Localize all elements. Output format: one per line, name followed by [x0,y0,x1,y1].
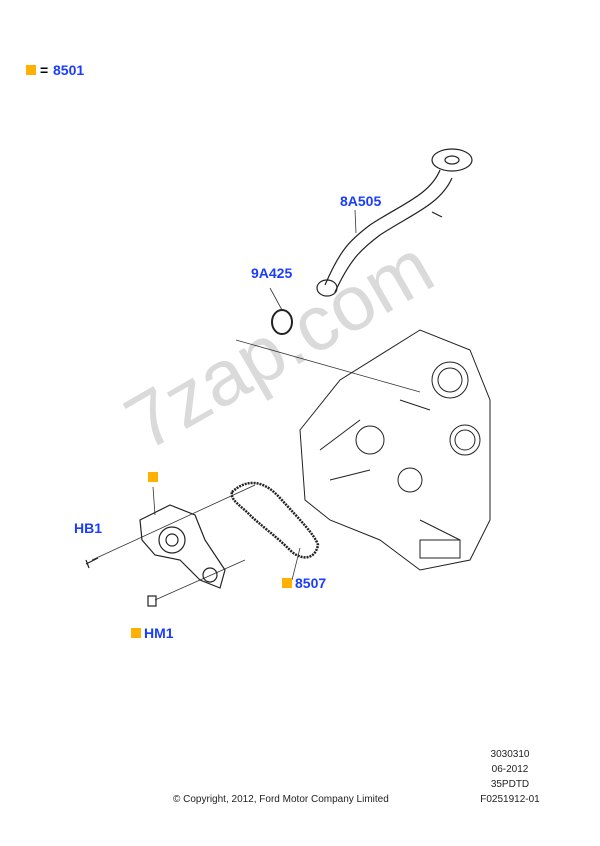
clip [271,309,293,335]
callout-8a505[interactable]: 8A505 [340,193,382,209]
callout-hm1[interactable]: HM1 [144,625,174,641]
gasket-marker [282,578,292,588]
coolant-pipe [316,148,473,297]
copyright: © Copyright, 2012, Ford Motor Company Li… [173,794,389,805]
legend-marker [26,65,36,75]
dowel-marker [131,628,141,638]
pump-marker [148,472,158,482]
meta-code: 35PDTD [490,779,530,790]
legend-code[interactable]: 8501 [53,62,85,78]
meta-figure: F0251912-01 [480,794,540,805]
gasket [230,481,320,559]
dowel [147,595,157,607]
water-pump [139,504,226,589]
engine-block [299,329,491,571]
callout-9a425[interactable]: 9A425 [251,265,293,281]
legend-equals: = [40,62,49,78]
drawing-meta: 3030310 06-2012 35PDTD F0251912-01 [470,747,550,807]
meta-number: 3030310 [490,749,530,760]
meta-date: 06-2012 [491,764,529,775]
bolt [85,557,99,569]
callout-8507[interactable]: 8507 [295,575,327,591]
callout-hb1[interactable]: HB1 [74,520,103,536]
